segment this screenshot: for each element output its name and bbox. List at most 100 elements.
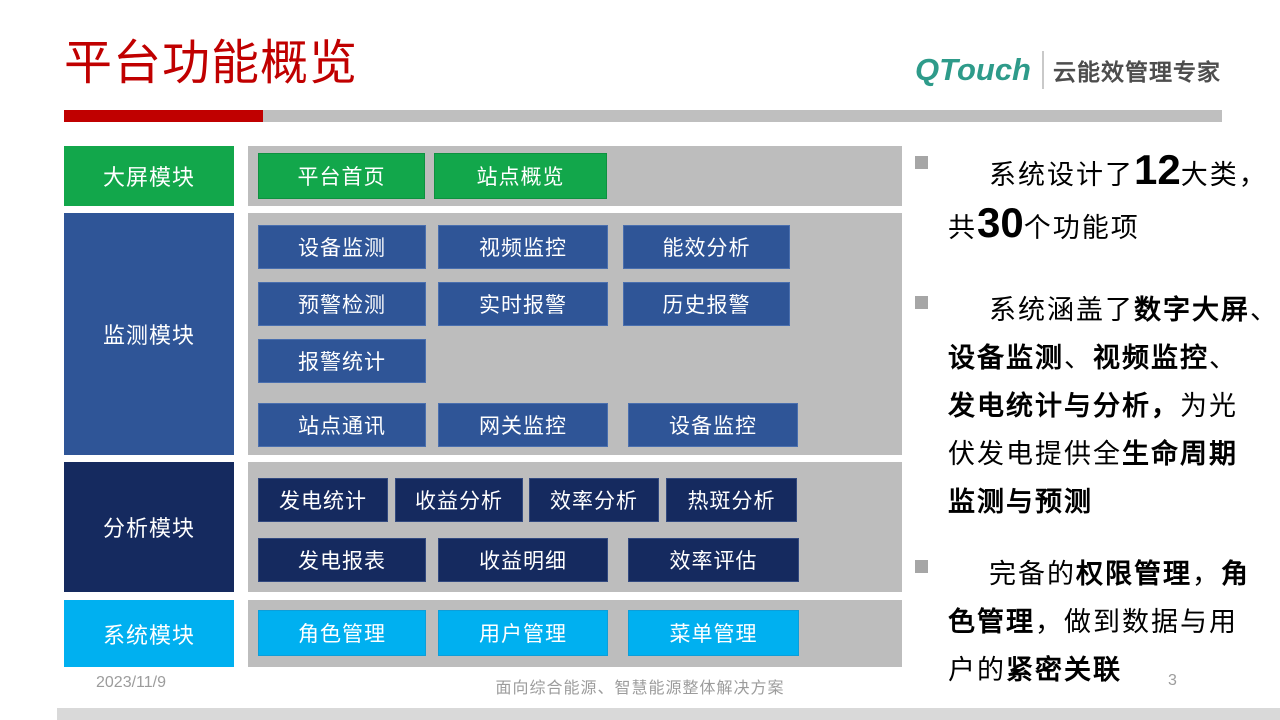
function-button-label: 视频监控 — [479, 237, 567, 260]
function-button: 发电报表 — [258, 538, 426, 582]
function-button-label: 收益明细 — [479, 550, 567, 573]
footer-date: 2023/11/9 — [96, 674, 166, 691]
text-segment: 大类， — [1180, 160, 1268, 190]
text-segment: 系统设计了 — [989, 160, 1134, 190]
function-button-label: 效率分析 — [550, 490, 638, 513]
text-segment: 系统涵盖了 — [989, 295, 1134, 325]
module-label: 大屏模块 — [102, 165, 195, 190]
module-panel-monitor: 设备监测 视频监控 能效分析预警检测 实时报警 历史报警报警统计站点通讯 网关监控 设备监控 — [248, 213, 902, 455]
bullet-line: 系统设计了12大类， — [948, 146, 1266, 199]
function-button-label: 发电统计 — [279, 490, 367, 513]
function-button: 效率评估 — [628, 538, 799, 582]
highlight-number: 12 — [1134, 146, 1181, 193]
text-segment: 伏发电提供全 — [948, 439, 1122, 469]
summary-bullets: 系统设计了12大类，共30个功能项系统涵盖了数字大屏、设备监测、视频监控、发电统… — [915, 146, 1277, 694]
slide-title: 平台功能概览 — [64, 37, 359, 90]
module-block-analysis: 分析模块 — [64, 462, 234, 592]
function-button-label: 实时报警 — [479, 294, 567, 317]
bullet-square-icon — [915, 296, 928, 309]
function-button-label: 报警统计 — [298, 351, 386, 374]
text-segment: ， — [1192, 559, 1221, 589]
text-segment: 户的 — [948, 655, 1006, 685]
module-panel-analysis: 发电统计 收益分析 效率分析 热斑分析发电报表 收益明细 效率评估 — [248, 462, 902, 592]
module-label: 分析模块 — [102, 516, 195, 541]
brand-logo-text: QTouch — [915, 52, 1031, 87]
text-segment: 数字大屏 — [1134, 295, 1250, 325]
function-button: 收益分析 — [395, 478, 523, 522]
function-button: 站点通讯 — [258, 403, 426, 447]
text-segment: 角 — [1221, 559, 1250, 589]
function-button: 网关监控 — [438, 403, 608, 447]
module-block-monitor: 监测模块 — [64, 213, 234, 455]
function-button-label: 设备监控 — [669, 415, 757, 438]
function-button-label: 用户管理 — [479, 623, 567, 646]
function-button-label: 设备监测 — [298, 237, 386, 260]
function-button: 能效分析 — [623, 225, 790, 269]
function-button: 站点概览 — [434, 153, 607, 199]
function-button-label: 能效分析 — [662, 237, 751, 260]
function-button-label: 菜单管理 — [669, 623, 758, 646]
text-segment: 为光 — [1180, 391, 1238, 421]
text-segment: 、 — [1064, 343, 1093, 373]
bullet-paragraph: 完备的权限管理，角色管理，做到数据与用户的紧密关联 — [915, 550, 1250, 694]
footer-subtitle: 面向综合能源、智慧能源整体解决方案 — [495, 680, 785, 697]
function-button: 热斑分析 — [666, 478, 797, 522]
module-panel-dashboard: 平台首页 站点概览 — [248, 146, 902, 206]
text-segment: 个功能项 — [1023, 213, 1140, 243]
function-button-label: 历史报警 — [662, 294, 751, 317]
function-button-label: 发电报表 — [298, 550, 386, 573]
function-button: 历史报警 — [623, 282, 790, 326]
function-button: 平台首页 — [258, 153, 425, 199]
page-number: 3 — [1168, 672, 1177, 689]
function-button: 预警检测 — [258, 282, 426, 326]
module-block-dashboard: 大屏模块 — [64, 146, 234, 206]
text-segment: ，做到数据与用 — [1035, 607, 1238, 637]
bullet-line: 发电统计与分析，为光 — [948, 382, 1247, 430]
function-button-label: 预警检测 — [298, 294, 386, 317]
function-button: 菜单管理 — [628, 610, 799, 656]
bullet-square-icon — [915, 560, 928, 573]
bullet-square-icon — [915, 156, 928, 169]
function-button: 收益明细 — [438, 538, 608, 582]
text-segment: 、 — [1209, 343, 1238, 373]
bullet-line: 共30个功能项 — [948, 199, 1247, 252]
text-segment: 、 — [1250, 295, 1279, 325]
function-button-label: 站点概览 — [476, 166, 565, 189]
function-button: 设备监测 — [258, 225, 426, 269]
text-segment: 色管理 — [948, 607, 1035, 637]
text-segment: 监测与预测 — [948, 487, 1093, 517]
text-segment: 发电统计与分析， — [948, 391, 1180, 421]
module-label: 系统模块 — [102, 622, 195, 648]
text-segment: 生命周期 — [1122, 439, 1238, 469]
function-button-label: 热斑分析 — [687, 490, 776, 513]
text-segment: 权限管理 — [1076, 559, 1192, 589]
function-button-label: 网关监控 — [479, 415, 567, 438]
function-button-label: 角色管理 — [298, 623, 386, 646]
text-segment: 完备的 — [989, 559, 1076, 589]
bottom-accent-bar — [57, 708, 1280, 720]
bullet-line: 系统涵盖了数字大屏、 — [948, 286, 1277, 334]
highlight-number: 30 — [977, 199, 1024, 246]
module-label: 监测模块 — [102, 323, 195, 348]
brand-logo: QTouch 云能效管理专家 — [915, 50, 1221, 90]
text-segment: 视频监控 — [1093, 343, 1209, 373]
text-segment: 设备监测 — [948, 343, 1064, 373]
function-button: 设备监控 — [628, 403, 798, 447]
function-button-label: 收益分析 — [415, 490, 503, 513]
function-button: 效率分析 — [529, 478, 659, 522]
function-button: 角色管理 — [258, 610, 426, 656]
bullet-line: 伏发电提供全生命周期 — [948, 430, 1247, 478]
text-segment: 共 — [948, 213, 977, 243]
module-block-system: 系统模块 — [64, 600, 234, 667]
function-button-label: 平台首页 — [297, 166, 386, 189]
text-segment: 紧密关联 — [1006, 655, 1122, 685]
bullet-paragraph: 系统设计了12大类，共30个功能项 — [915, 146, 1266, 252]
function-button: 用户管理 — [438, 610, 608, 656]
function-button-label: 效率评估 — [669, 550, 758, 573]
bullet-paragraph: 系统涵盖了数字大屏、设备监测、视频监控、发电统计与分析，为光伏发电提供全生命周期… — [915, 286, 1277, 526]
logo-divider — [1042, 51, 1044, 89]
function-button: 报警统计 — [258, 339, 426, 383]
bullet-line: 监测与预测 — [948, 478, 1247, 526]
bullet-line: 完备的权限管理，角 — [948, 550, 1250, 598]
